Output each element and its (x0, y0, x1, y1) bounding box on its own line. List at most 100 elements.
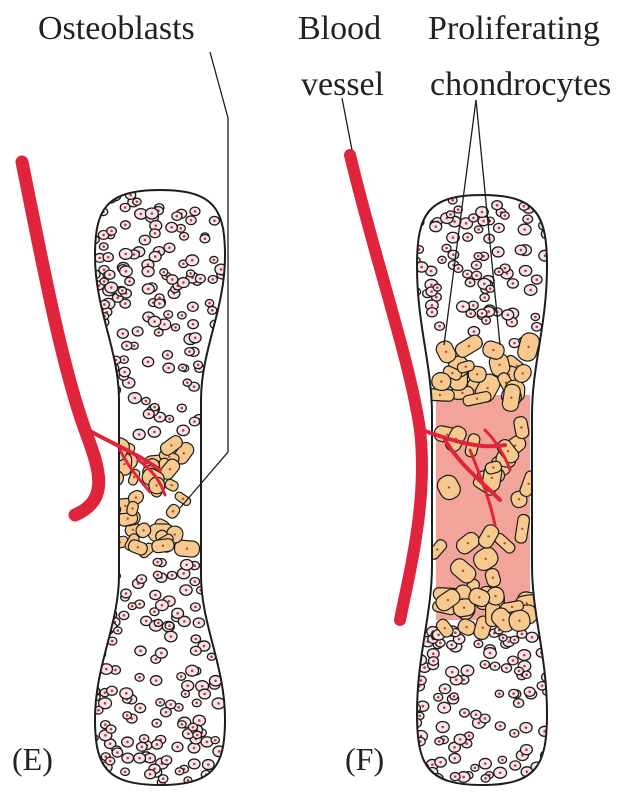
chondrocyte-cell-nucleus (450, 644, 453, 647)
chondrocyte-cell (410, 718, 421, 727)
hypertrophic-chondrocyte-nucleus (446, 434, 448, 436)
chondrocyte-cell-nucleus (176, 746, 179, 749)
chondrocyte-cell-nucleus (511, 321, 514, 324)
chondrocyte-cell-nucleus (201, 685, 204, 688)
chondrocyte-cell (542, 672, 554, 682)
chondrocyte-cell-nucleus (499, 725, 502, 728)
chondrocyte-cell-nucleus (147, 288, 150, 291)
chondrocyte-cell-nucleus (462, 305, 465, 308)
chondrocyte-cell-nucleus (198, 719, 201, 722)
chondrocyte-cell-nucleus (434, 225, 437, 228)
chondrocyte-cell (549, 627, 558, 635)
chondrocyte-cell-nucleus (453, 757, 456, 760)
chondrocyte-cell-nucleus (474, 767, 477, 770)
chondrocyte-cell-nucleus (91, 346, 94, 349)
chondrocyte-cell-nucleus (104, 734, 107, 737)
hypertrophic-chondrocyte-nucleus (465, 366, 467, 368)
chondrocyte-cell-nucleus (193, 747, 196, 750)
chondrocyte-cell (541, 336, 551, 344)
chondrocyte-cell-nucleus (162, 777, 165, 780)
chondrocyte-cell (222, 353, 231, 360)
chondrocyte-cell (218, 340, 228, 348)
chondrocyte-cell-nucleus (91, 605, 94, 608)
chondrocyte-cell-nucleus (455, 678, 458, 681)
chondrocyte-cell (218, 318, 226, 325)
chondrocyte-cell-nucleus (194, 580, 197, 583)
chondrocyte-cell-nucleus (124, 206, 127, 209)
chondrocyte-cell-nucleus (168, 624, 171, 627)
chondrocyte-cell-nucleus (481, 211, 484, 214)
chondrocyte-cell-nucleus (179, 227, 182, 230)
chondrocyte-cell-nucleus (526, 770, 529, 773)
blood-vessel-label-line1: Blood (298, 10, 381, 48)
chondrocyte-cell-nucleus (108, 273, 111, 276)
chondrocyte-cell (411, 288, 420, 296)
osteoblast-cell-nucleus (186, 547, 188, 549)
hypertrophic-chondrocyte-nucleus (467, 542, 469, 544)
chondrocyte-cell (221, 661, 229, 668)
chondrocyte-cell-nucleus (178, 770, 181, 773)
chondrocyte-cell-nucleus (552, 738, 555, 741)
chondrocyte-cell-nucleus (125, 344, 128, 347)
chondrocyte-cell-nucleus (439, 642, 442, 645)
chondrocyte-cell (217, 337, 226, 344)
chondrocyte-cell-nucleus (161, 604, 164, 607)
chondrocyte-cell-nucleus (168, 246, 171, 249)
osteoblast-cell (103, 522, 118, 548)
chondrocyte-cell-nucleus (454, 631, 457, 634)
chondrocyte-cell-nucleus (504, 214, 507, 217)
chondrocyte-cell-nucleus (420, 208, 423, 211)
chondrocyte-cell-nucleus (438, 740, 441, 743)
chondrocyte-cell-nucleus (458, 638, 461, 641)
chondrocyte-cell (213, 594, 222, 602)
chondrocyte-cell-nucleus (465, 742, 468, 745)
chondrocyte-cell-nucleus (158, 302, 161, 305)
chondrocyte-cell-nucleus (525, 726, 528, 729)
chondrocyte-cell-nucleus (111, 640, 114, 643)
chondrocyte-cell (206, 605, 215, 612)
chondrocyte-cell-nucleus (156, 743, 159, 746)
chondrocyte-cell-nucleus (534, 316, 537, 319)
chondrocyte-cell-nucleus (140, 213, 143, 216)
chondrocyte-cell-nucleus (418, 715, 421, 718)
chondrocyte-cell-nucleus (123, 358, 126, 361)
chondrocyte-cell-nucleus (126, 757, 129, 760)
chondrocyte-cell-nucleus (185, 564, 188, 567)
hypertrophic-chondrocyte-nucleus (498, 364, 500, 366)
chondrocyte-cell-nucleus (186, 381, 189, 384)
chondrocyte-cell-nucleus (133, 344, 136, 347)
chondrocyte-cell-nucleus (194, 210, 197, 213)
chondrocyte-cell-nucleus (193, 564, 196, 567)
chondrocyte-cell-nucleus (417, 342, 420, 345)
chondrocyte-cell-nucleus (546, 233, 549, 236)
hypertrophic-chondrocyte-nucleus (444, 627, 446, 629)
panel-f-label: (F) (345, 740, 384, 778)
chondrocyte-cell-nucleus (466, 669, 469, 672)
chondrocyte-cell-nucleus (156, 561, 159, 564)
chondrocyte-cell (550, 660, 560, 669)
chondrocyte-cell-nucleus (162, 271, 165, 274)
chondrocyte-cell-nucleus (92, 282, 95, 285)
chondrocyte-cell-nucleus (108, 585, 111, 588)
chondrocyte-cell-nucleus (475, 264, 478, 267)
osteoblast-cell-nucleus (113, 511, 115, 513)
chondrocyte-cell-nucleus (484, 762, 487, 765)
hypertrophic-chondrocyte-nucleus (527, 483, 529, 485)
chondrocyte-cell-nucleus (218, 614, 221, 617)
chondrocyte-cell-nucleus (93, 635, 96, 638)
chondrocyte-cell-nucleus (147, 270, 150, 273)
chondrocyte-cell-nucleus (98, 257, 101, 260)
blood-vessel-label-line2: vessel (301, 66, 384, 104)
chondrocyte-cell-nucleus (105, 594, 108, 597)
chondrocyte-cell-nucleus (102, 421, 105, 424)
chondrocyte-cell-nucleus (222, 413, 225, 416)
chondrocyte-cell-nucleus (182, 263, 185, 266)
chondrocyte-cell (90, 633, 99, 640)
chondrocyte-cell-nucleus (453, 220, 456, 223)
chondrocyte-cell-nucleus (153, 320, 156, 323)
chondrocyte-cell-nucleus (545, 339, 548, 342)
chondrocyte-cell-nucleus (153, 406, 156, 409)
chondrocyte-cell-nucleus (181, 314, 184, 317)
chondrocyte-cell-nucleus (103, 280, 106, 283)
